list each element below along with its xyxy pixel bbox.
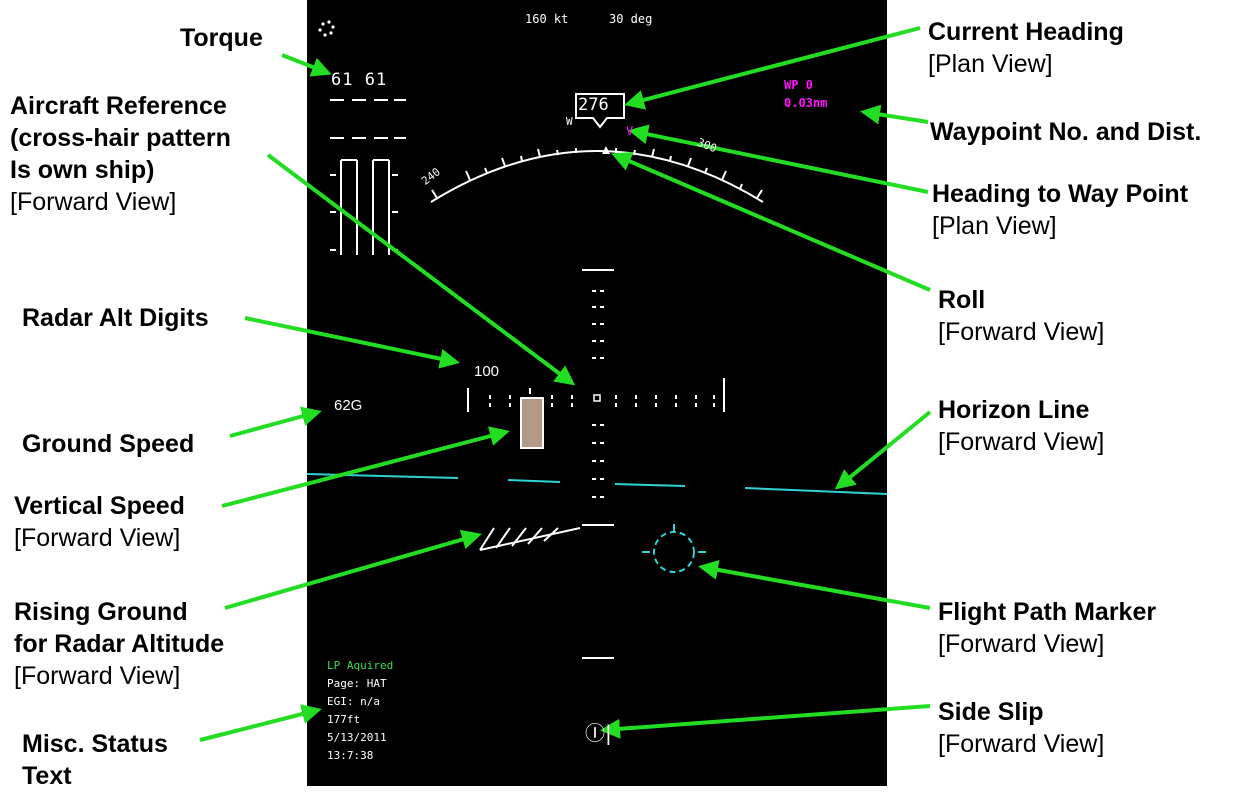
label-horizon-view: [Forward View] <box>938 428 1105 456</box>
roll-arc <box>430 148 764 203</box>
pitch-ladder <box>582 269 614 659</box>
label-ground-speed: Ground Speed <box>22 428 194 460</box>
label-vertical-speed-title: Vertical Speed <box>14 492 185 520</box>
label-horizon: Horizon Line [Forward View] <box>938 394 1104 458</box>
label-roll: Roll [Forward View] <box>938 284 1104 348</box>
bank-readout: 30 deg <box>609 12 653 26</box>
label-aircraft-reference-title: Aircraft Reference (cross-hair pattern I… <box>10 92 231 184</box>
label-heading-to-waypoint: Heading to Way Point [Plan View] <box>932 178 1188 242</box>
label-side-slip: Side Slip [Forward View] <box>938 696 1104 760</box>
label-rising-ground-title: Rising Ground for Radar Altitude <box>14 598 225 658</box>
label-current-heading: Current Heading [Plan View] <box>928 16 1124 80</box>
annotation-arrows <box>199 26 932 742</box>
label-flight-path: Flight Path Marker [Forward View] <box>938 596 1156 660</box>
label-flight-path-title: Flight Path Marker <box>938 598 1157 626</box>
label-flight-path-view: [Forward View] <box>938 630 1105 658</box>
radar-alt-readout: 100 <box>474 363 500 380</box>
flight-path-marker-icon <box>642 524 706 573</box>
label-current-heading-view: [Plan View] <box>928 50 1053 78</box>
label-waypoint: Waypoint No. and Dist. <box>930 116 1201 148</box>
label-roll-title: Roll <box>938 286 986 314</box>
airspeed-readout: 160 kt <box>525 12 569 26</box>
label-vertical-speed: Vertical Speed [Forward View] <box>14 490 185 554</box>
aircraft-crosshair-icon <box>593 394 601 402</box>
label-misc-status-title: Misc. Status Text <box>22 730 168 790</box>
label-rising-ground: Rising Ground for Radar Altitude [Forwar… <box>14 596 224 692</box>
status-line-3: EGI: n/a <box>327 695 380 708</box>
ground-speed-readout: 62G <box>334 397 363 414</box>
vertical-speed-bar <box>520 397 544 449</box>
label-side-slip-view: [Forward View] <box>938 730 1105 758</box>
status-line-2: Page: HAT <box>327 677 387 690</box>
label-ground-speed-title: Ground Speed <box>22 430 195 458</box>
label-current-heading-title: Current Heading <box>928 18 1124 46</box>
label-rising-ground-view: [Forward View] <box>14 662 181 690</box>
label-roll-view: [Forward View] <box>938 318 1105 346</box>
label-radar-alt: Radar Alt Digits <box>22 302 209 334</box>
waypoint-distance: 0.03nm <box>784 96 828 110</box>
heading-readout: 276 <box>578 95 609 115</box>
status-line-4: 177ft <box>327 713 361 726</box>
heading-scale-w: W <box>566 115 573 128</box>
status-line-5: 5/13/2011 <box>327 731 387 744</box>
roll-pointer-icon <box>602 146 610 154</box>
label-misc-status: Misc. Status Text <box>22 728 168 792</box>
heading-scale-waypoint-mark: V <box>626 124 634 138</box>
heading-box <box>575 93 625 129</box>
label-torque: Torque <box>180 22 263 54</box>
label-aircraft-reference: Aircraft Reference (cross-hair pattern I… <box>10 90 231 218</box>
rising-ground-hatch <box>479 527 581 551</box>
label-aircraft-reference-view: [Forward View] <box>10 188 177 216</box>
sideslip-indicator: Ⓘ| <box>585 721 612 745</box>
torque-readout: 61 61 <box>331 70 388 90</box>
label-heading-to-waypoint-view: [Plan View] <box>932 212 1057 240</box>
horizon-line <box>306 473 888 495</box>
status-line-1: LP Aquired <box>327 659 394 672</box>
label-radar-alt-title: Radar Alt Digits <box>22 304 209 332</box>
label-horizon-title: Horizon Line <box>938 396 1090 424</box>
label-heading-to-waypoint-title: Heading to Way Point <box>932 180 1189 208</box>
waypoint-name: WP 0 <box>784 78 813 92</box>
label-side-slip-title: Side Slip <box>938 698 1044 726</box>
status-line-6: 13:7:38 <box>327 749 374 762</box>
label-torque-title: Torque <box>180 24 263 52</box>
label-vertical-speed-view: [Forward View] <box>14 524 181 552</box>
hud-display <box>307 0 887 786</box>
label-waypoint-title: Waypoint No. and Dist. <box>930 118 1202 146</box>
spinner-icon <box>318 20 335 37</box>
